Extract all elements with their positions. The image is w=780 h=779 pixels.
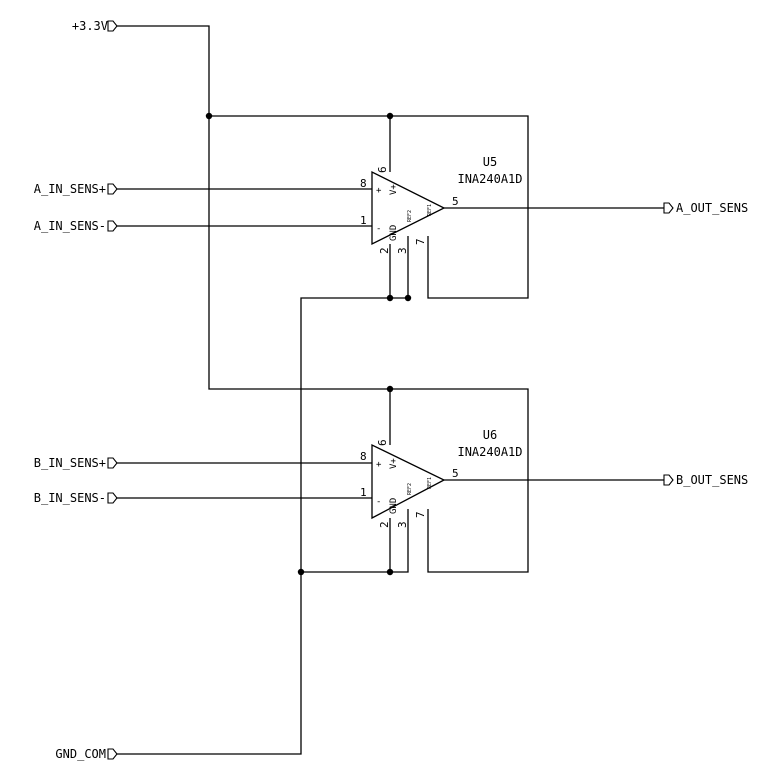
global-label-a-in-pos[interactable]: A_IN_SENS+ — [34, 182, 118, 196]
component-ref: U5 — [483, 155, 497, 169]
junctions — [205, 112, 412, 576]
pin-number: 2 — [378, 521, 391, 528]
svg-text:GND_COM: GND_COM — [55, 747, 106, 761]
pin-number: 3 — [396, 247, 409, 254]
plus-sign: + — [376, 460, 382, 470]
wires — [117, 25, 664, 755]
svg-text:B_IN_SENS+: B_IN_SENS+ — [34, 456, 106, 470]
svg-text:A_IN_SENS+: A_IN_SENS+ — [34, 182, 106, 196]
pin-number: 1 — [360, 486, 367, 499]
opamp-triangle — [371, 443, 446, 520]
junction-dot — [386, 294, 394, 302]
component-u5[interactable]: U5 INA240A1D 6 8 1 5 2 3 7 + - V+ GND RE… — [360, 155, 523, 254]
svg-text:+3.3V: +3.3V — [72, 19, 108, 33]
global-label-a-in-neg[interactable]: A_IN_SENS- — [34, 219, 118, 233]
junction-dot — [386, 112, 394, 120]
pin-number: 6 — [376, 166, 389, 173]
pin-name-vplus: V+ — [389, 458, 399, 469]
svg-text:B_OUT_SENS: B_OUT_SENS — [676, 473, 748, 487]
plus-sign: + — [376, 186, 382, 196]
minus-sign: - — [376, 224, 381, 234]
global-label-b-in-pos[interactable]: B_IN_SENS+ — [34, 456, 118, 470]
global-label-vcc[interactable]: +3.3V — [72, 19, 118, 33]
component-value: INA240A1D — [457, 172, 522, 186]
pin-number: 5 — [452, 195, 459, 208]
pin-name-gnd: GND — [389, 498, 399, 514]
pin-name-ref2: REF2 — [407, 210, 413, 222]
junction-dot — [404, 294, 412, 302]
pin-number: 6 — [376, 439, 389, 446]
junction-dot — [297, 568, 305, 576]
svg-text:B_IN_SENS-: B_IN_SENS- — [34, 491, 106, 505]
pin-number: 7 — [414, 238, 427, 245]
pin-name-ref1: REF1 — [427, 204, 433, 216]
pin-number: 2 — [378, 247, 391, 254]
global-label-a-out[interactable]: A_OUT_SENS — [663, 201, 748, 215]
pin-number: 8 — [360, 177, 367, 190]
pin-number: 5 — [452, 467, 459, 480]
pin-name-ref2: REF2 — [407, 483, 413, 495]
global-label-b-in-neg[interactable]: B_IN_SENS- — [34, 491, 118, 505]
opamp-triangle — [371, 170, 446, 246]
junction-dot — [205, 112, 213, 120]
global-label-gnd[interactable]: GND_COM — [55, 747, 118, 761]
pin-name-vplus: V+ — [389, 184, 399, 195]
junction-dot — [386, 568, 394, 576]
component-ref: U6 — [483, 428, 497, 442]
global-label-b-out[interactable]: B_OUT_SENS — [663, 473, 748, 487]
svg-text:A_IN_SENS-: A_IN_SENS- — [34, 219, 106, 233]
pin-name-ref1: REF1 — [427, 477, 433, 489]
pin-number: 7 — [414, 511, 427, 518]
minus-sign: - — [376, 497, 381, 507]
junction-dot — [386, 385, 394, 393]
component-u6[interactable]: U6 INA240A1D 6 8 1 5 2 3 7 + - V+ GND RE… — [360, 428, 523, 528]
pin-number: 3 — [396, 521, 409, 528]
pin-name-gnd: GND — [389, 225, 399, 241]
pin-number: 1 — [360, 214, 367, 227]
svg-text:A_OUT_SENS: A_OUT_SENS — [676, 201, 748, 215]
pin-number: 8 — [360, 450, 367, 463]
component-value: INA240A1D — [457, 445, 522, 459]
